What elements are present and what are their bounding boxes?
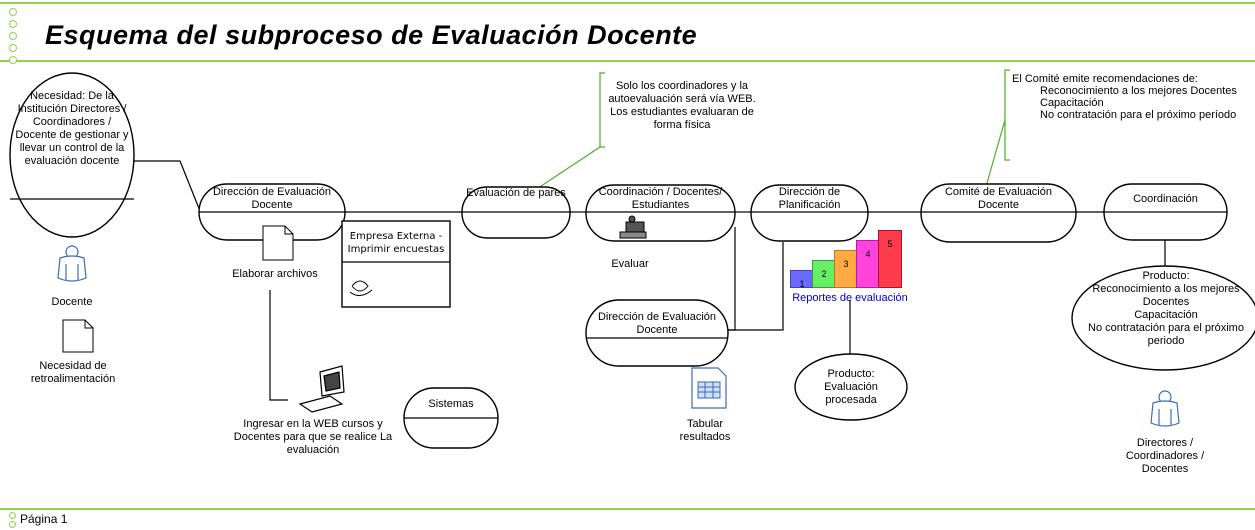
web-note: Solo los coordinadores y la autoevaluaci…: [608, 80, 756, 131]
producto-evaluacion-label: Producto: Evaluación procesada: [824, 368, 878, 406]
reportes-label: Reportes de evaluación: [792, 292, 908, 304]
binder-rings: [9, 512, 16, 530]
footer-bar: Página 1: [0, 508, 1255, 529]
evaluacion-pares-label: Evaluación de pares: [466, 187, 566, 199]
page-number: Página 1: [20, 512, 68, 526]
directores-label: Directores / Coordinadores / Docentes: [1125, 437, 1205, 475]
producto-final-oval: [1071, 265, 1255, 371]
coordinacion-docentes-label: Coordinación / Docentes/ Estudiantes: [598, 186, 723, 211]
producto-final-item: No contratación para el próximo periodo: [1088, 322, 1244, 347]
person-icon: [57, 245, 87, 282]
bar-3: 3: [834, 250, 858, 288]
note-bracket: [599, 72, 605, 148]
document-icon: [62, 319, 94, 353]
binder-rings: [9, 8, 17, 64]
spreadsheet-icon: [691, 367, 727, 409]
connector: [728, 242, 784, 331]
reportes-chart: 1 2 3 4 5: [790, 222, 920, 292]
comite-note-title: El Comité emite recomendaciones de:: [1012, 73, 1198, 85]
ingresar-web-label: Ingresar en la WEB cursos y Docentes par…: [233, 418, 393, 456]
connector: [269, 290, 288, 401]
producto-final-text: Producto: Reconocimiento a los mejores D…: [1080, 270, 1252, 348]
bar-label: 4: [865, 249, 871, 259]
document-icon: [262, 225, 294, 261]
bar-label: 2: [821, 269, 827, 279]
necesidad-retro-label: Necesidad de retroalimentación: [30, 360, 116, 385]
comite-note: El Comité emite recomendaciones de: Reco…: [1012, 73, 1252, 121]
empresa-externa-label: Empresa Externa - Imprimir encuestas: [347, 231, 445, 255]
necesidad-oval: [9, 72, 135, 238]
bar-1: 1: [790, 270, 814, 289]
direccion-evaluacion-2-label: Dirección de Evaluación Docente: [597, 311, 716, 336]
bar-4: 4: [856, 240, 880, 288]
note-pointer: [984, 119, 1006, 191]
direccion-evaluacion-2-shape: [585, 299, 729, 367]
comite-evaluacion-shape: [920, 183, 1077, 243]
direccion-planificacion-label: Dirección de Planificación: [778, 186, 841, 211]
evaluar-label: Evaluar: [611, 258, 649, 270]
direccion-evaluacion-1-label: Dirección de Evaluación Docente: [212, 186, 331, 211]
empresa-externa-box: [341, 220, 451, 308]
bar-2: 2: [812, 260, 836, 288]
producto-final-item: Capacitación: [1134, 309, 1198, 321]
direccion-planificacion-shape: [750, 184, 869, 242]
comite-note-item: Reconocimiento a los mejores Docentes: [1040, 85, 1237, 97]
page-title: Esquema del subproceso de Evaluación Doc…: [45, 20, 698, 50]
producto-final-item: Reconocimiento a los mejores Docentes: [1092, 283, 1240, 308]
bar-label: 3: [843, 259, 849, 269]
comite-note-item: No contratación para el próximo período: [1040, 109, 1237, 121]
note-bracket: [1004, 69, 1010, 161]
computer-icon: [298, 365, 345, 413]
connector: [130, 160, 201, 212]
sistemas-label: Sistemas: [428, 398, 474, 410]
comite-note-item: Capacitación: [1040, 97, 1104, 109]
signature-icon: [349, 280, 373, 296]
bar-label: 1: [799, 279, 805, 289]
connector: [728, 227, 736, 331]
producto-evaluacion-oval: [794, 353, 908, 421]
coordinacion-docentes-shape: [585, 184, 736, 242]
coordinacion-label: Coordinación: [1133, 193, 1198, 205]
title-bar: Esquema del subproceso de Evaluación Doc…: [0, 2, 1255, 64]
person-icon: [1150, 390, 1180, 427]
comite-evaluacion-label: Comité de Evaluación Docente: [944, 186, 1052, 211]
producto-final-title: Producto:: [1142, 270, 1190, 282]
bar-label: 5: [887, 239, 893, 249]
students-icon: [619, 215, 647, 239]
bar-5: 5: [878, 230, 902, 288]
docente-label: Docente: [51, 296, 93, 308]
necesidad-text: Necesidad: De la Institución Directores …: [15, 90, 129, 167]
elaborar-archivos-label: Elaborar archivos: [232, 268, 318, 280]
tabular-label: Tabular resultados: [679, 418, 731, 443]
